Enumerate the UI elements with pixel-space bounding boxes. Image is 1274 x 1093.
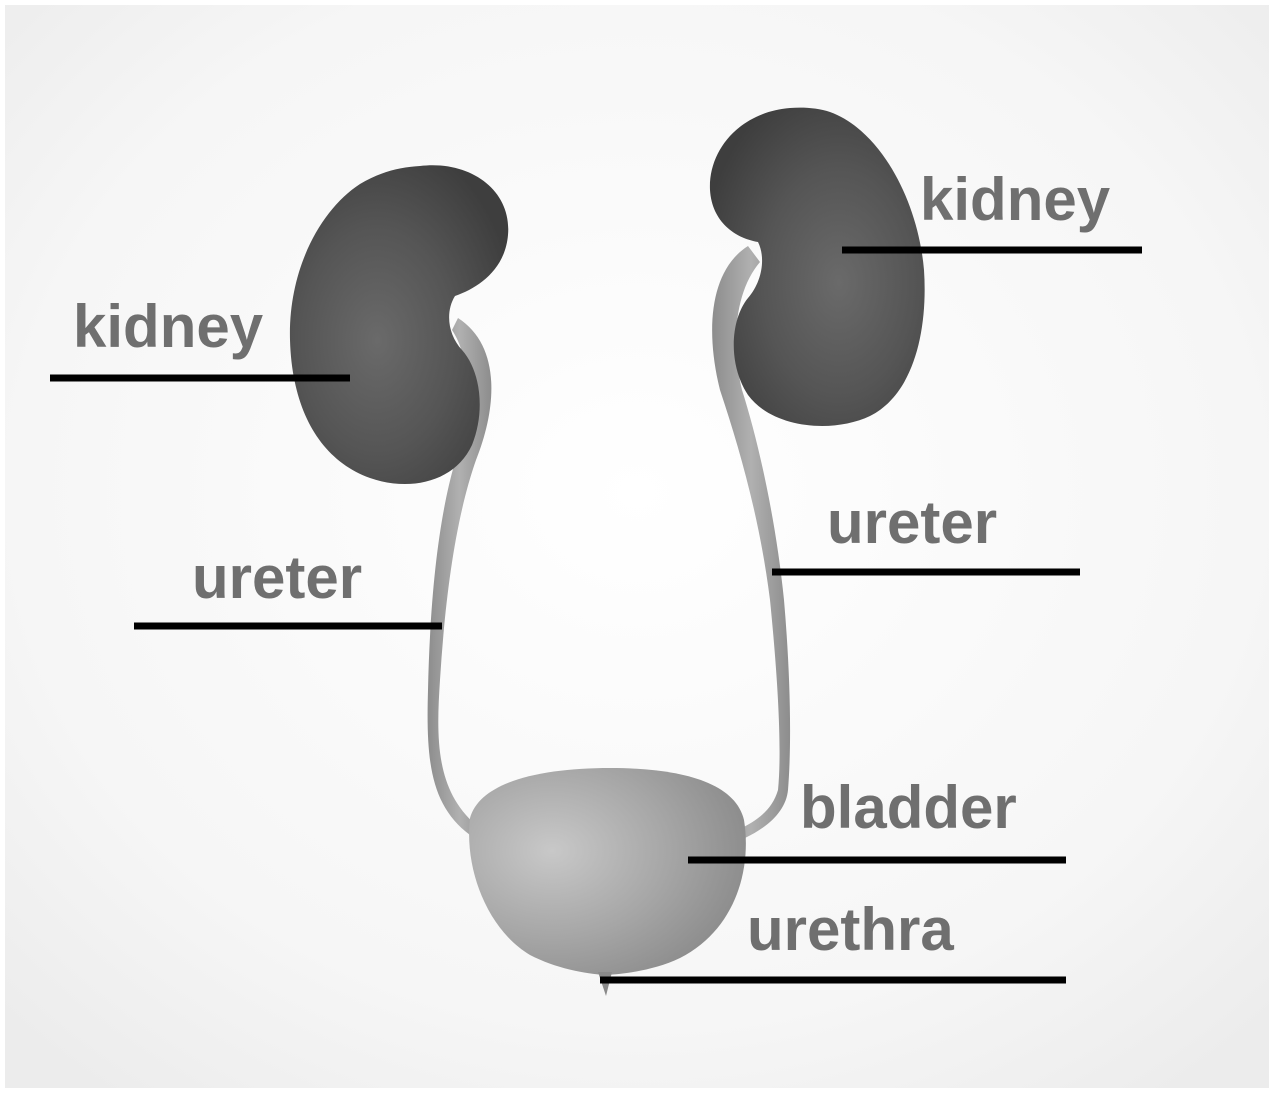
label-ureter-left: ureter bbox=[192, 548, 362, 608]
label-ureter-right: ureter bbox=[827, 493, 997, 553]
label-urethra: urethra bbox=[747, 900, 954, 960]
label-bladder: bladder bbox=[800, 778, 1017, 838]
label-kidney-left: kidney bbox=[73, 297, 263, 357]
label-kidney-right: kidney bbox=[920, 170, 1110, 230]
